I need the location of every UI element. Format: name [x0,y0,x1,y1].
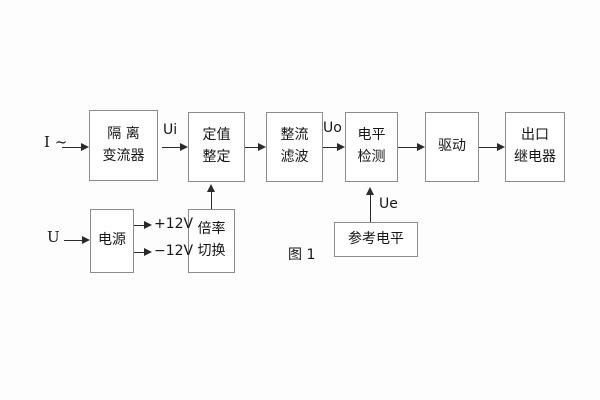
arrow-head-right-icon [180,143,188,151]
block-label-line: 定值 [202,127,231,144]
block-label-line: 滤波 [280,149,309,165]
arrow-head-right-icon [417,143,425,151]
block-drive: 驱动 [425,112,479,182]
connector-line [245,147,259,148]
block-label-line: 检测 [357,149,386,165]
block-label-line: 倍率 [197,221,226,238]
connector-line [323,147,338,148]
block-reference-level: 参考电平 [334,222,418,257]
connector-line [64,240,83,241]
connector-line [479,147,498,148]
block-multiplier-switch: 倍率切换 [188,209,235,273]
connector-line [211,190,212,209]
block-level-detection: 电平检测 [345,112,398,182]
connector-line [134,225,145,226]
block-power-supply: 电源 [90,209,134,273]
block-label-line: 变流器 [102,147,145,164]
connector-line [134,252,145,253]
arrow-head-up-icon [207,184,215,192]
connector-line [62,147,82,148]
label-uo-label: Uo [323,120,342,136]
block-output-relay: 出口继电器 [505,112,565,182]
block-rectify-filter: 整流滤波 [266,112,323,182]
figure-caption: 图 1 [288,247,316,263]
block-label-line: 整流 [280,127,309,144]
block-setting-value: 定值整定 [188,112,245,182]
label-ui-label: Ui [163,122,178,138]
arrow-head-right-icon [337,143,345,151]
label-current-input: I ~ [44,133,68,151]
arrow-head-right-icon [82,236,90,244]
block-label-line: 电源 [98,232,126,249]
block-label-line: 出口 [521,127,549,144]
block-label-line: 整定 [202,149,231,165]
block-isolating-transformer: 隔 离变流器 [89,110,158,181]
block-label-line: 继电器 [514,149,556,165]
arrow-head-right-icon [81,143,89,151]
arrow-head-up-icon [366,187,374,195]
label-ue-label: Ue [379,196,398,212]
connector-line [370,193,371,222]
label-positive-12v: +12V [154,216,194,232]
label-negative-12v: −12V [154,243,194,259]
block-label-line: 驱动 [438,138,466,155]
block-label-line: 切换 [197,243,226,259]
block-label-line: 参考电平 [348,230,404,247]
arrow-head-right-icon [497,143,505,151]
arrow-head-right-icon [144,248,152,256]
arrow-head-right-icon [258,143,266,151]
arrow-head-right-icon [144,221,152,229]
connector-line [398,147,418,148]
block-label-line: 电平 [357,127,386,144]
label-voltage-input: U [47,228,60,246]
connector-line [162,147,181,148]
block-label-line: 隔 离 [107,125,140,142]
